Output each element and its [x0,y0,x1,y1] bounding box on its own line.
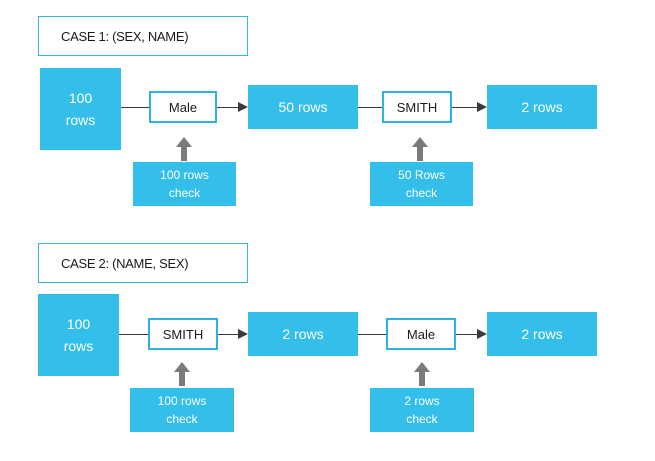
case1-result-2: 2 rows [487,85,597,129]
case2-result-1-label: 2 rows [282,326,324,342]
case2-title: CASE 2: (NAME, SEX) [38,243,248,283]
case2-source-unit: rows [63,338,94,354]
case2-connector-1 [119,334,148,335]
case2-result-2: 2 rows [487,312,597,356]
case1-source-box: 100 rows [40,68,121,150]
case2-check-2-line1: 2 rows [404,394,440,408]
case1-filter-1-label: Male [168,99,198,115]
case1-connector-2 [358,107,382,108]
case1-check-2-line1: 50 Rows [398,168,445,182]
case1-arrow-2-head [477,102,487,112]
case2-source-box: 100 rows [38,294,119,376]
case2-check-1-line1: 100 rows [157,394,207,408]
case1-up-arrow-1 [176,137,192,161]
case1-result-1-label: 50 rows [278,99,328,115]
case1-check-2: 50 Rows check [370,162,473,206]
case1-arrow-2-line [452,107,478,108]
case2-filter-2: Male [386,318,456,350]
case1-check-2-line2: check [405,186,438,200]
case2-arrow-2-line [456,334,478,335]
case1-filter-2: SMITH [382,91,452,123]
case1-up-arrow-2 [412,137,428,161]
case2-title-text: CASE 2: (NAME, SEX) [61,255,189,271]
case2-result-2-label: 2 rows [521,326,563,342]
case1-result-2-label: 2 rows [521,99,563,115]
case2-result-1: 2 rows [248,312,358,356]
case1-arrow-1-line [217,107,239,108]
case2-connector-2 [358,334,386,335]
case1-title: CASE 1: (SEX, NAME) [38,16,248,56]
case2-check-1-line2: check [166,412,198,426]
case1-arrow-1-head [238,102,248,112]
case1-check-1-line1: 100 rows [160,168,209,182]
case2-arrow-1-head [238,329,248,339]
case1-check-1: 100 rows check [133,162,236,206]
case2-filter-1: SMITH [148,318,218,350]
case2-filter-1-label: SMITH [162,326,204,342]
case1-title-text: CASE 1: (SEX, NAME) [61,28,189,44]
case1-source-unit: rows [65,112,96,128]
case1-filter-2-label: SMITH [396,99,438,115]
case1-source-count: 100 [68,90,93,106]
case2-arrow-1-line [218,334,239,335]
case1-result-1: 50 rows [248,85,358,129]
case1-check-1-line2: check [168,186,201,200]
case1-connector-1 [121,107,149,108]
case2-check-2: 2 rows check [370,388,474,432]
case2-up-arrow-2 [414,362,430,386]
case2-check-2-line2: check [406,412,438,426]
case2-up-arrow-1 [174,362,190,386]
case2-check-1: 100 rows check [130,388,234,432]
case2-arrow-2-head [477,329,487,339]
case2-source-count: 100 [66,316,91,332]
case2-filter-2-label: Male [406,326,436,342]
case1-filter-1: Male [149,91,217,123]
